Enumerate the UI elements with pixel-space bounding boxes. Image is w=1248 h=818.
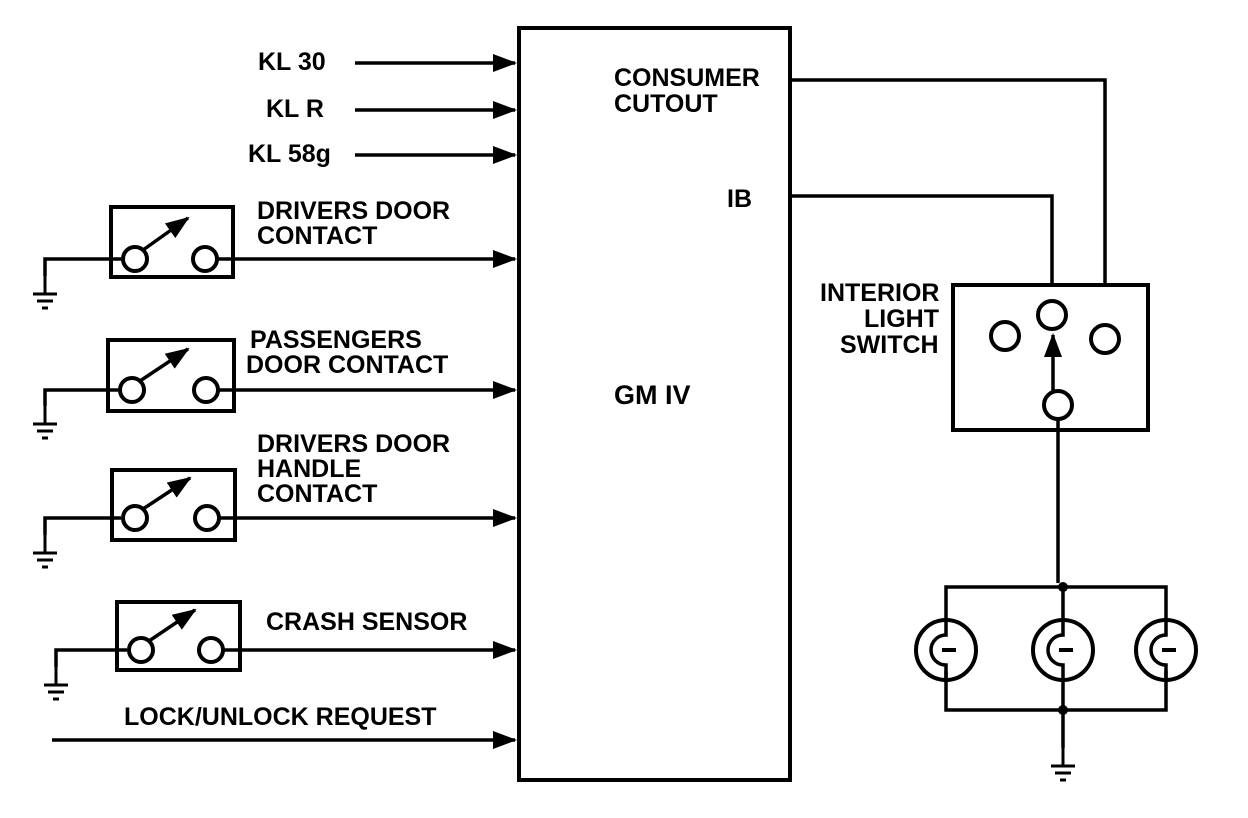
switch-lever <box>141 216 190 252</box>
drivers-door-contact-line1: DRIVERS DOOR <box>257 197 450 225</box>
switch-terminal <box>121 245 149 273</box>
kl30-label: KL 30 <box>258 48 326 76</box>
switch-terminal <box>1089 323 1121 355</box>
ground-wire <box>43 388 118 406</box>
lamp-icon <box>1031 618 1095 682</box>
switch-lever <box>148 608 197 643</box>
consumer-cutout-line2: CUTOUT <box>614 90 718 118</box>
interior-light-switch: INTERIOR LIGHT SWITCH <box>820 279 1150 583</box>
switch-terminal <box>118 376 146 404</box>
kl58g-label: KL 58g <box>248 140 331 168</box>
passengers-door-contact-line2: DOOR CONTACT <box>246 351 448 379</box>
interior-light-switch-line2: LIGHT <box>864 305 939 333</box>
ground-wire <box>54 648 127 667</box>
lock-unlock-label: LOCK/UNLOCK REQUEST <box>124 703 437 731</box>
lock-unlock-request: LOCK/UNLOCK REQUEST <box>52 703 517 749</box>
consumer-cutout-line1: CONSUMER <box>614 64 760 92</box>
handle-contact-line3: CONTACT <box>257 480 377 508</box>
module-label: GM IV <box>614 380 691 410</box>
power-inputs: KL 30 KL R KL 58g <box>248 48 517 168</box>
ib-label: IB <box>727 185 752 213</box>
lamp-bus-top <box>944 585 1168 629</box>
lamp-bus-bottom <box>944 671 1168 712</box>
crash-sensor-label: CRASH SENSOR <box>266 608 467 636</box>
klr-label: KL R <box>266 95 324 123</box>
drivers-door-handle-contact: DRIVERS DOOR HANDLE CONTACT <box>31 430 517 569</box>
switch-terminal <box>989 320 1021 352</box>
drivers-door-contact-label-2: CONTACT <box>257 222 377 250</box>
ib-wire <box>790 194 1054 305</box>
interior-lamps <box>914 582 1198 782</box>
junction-dot <box>1058 705 1068 715</box>
lamp-icon <box>914 618 978 682</box>
passengers-door-contact-line1: PASSENGERS <box>250 326 422 354</box>
ground-icon <box>31 274 59 310</box>
switch-terminal <box>127 636 155 664</box>
drivers-door-contact-label: DRIVERS DOOR <box>257 197 450 225</box>
switch-terminal <box>191 245 219 273</box>
passengers-door-contact: PASSENGERS DOOR CONTACT <box>31 326 517 440</box>
ground-wire <box>43 516 121 535</box>
switch-terminal <box>1036 299 1068 331</box>
ground-icon <box>31 404 59 440</box>
switch-terminal <box>121 504 149 532</box>
switch-lever <box>142 476 192 511</box>
handle-contact-line2: HANDLE <box>257 455 361 483</box>
interior-light-switch-line1: INTERIOR <box>820 279 939 307</box>
switch-lever <box>139 347 190 383</box>
switch-terminal <box>193 504 221 532</box>
ground-wire <box>43 257 121 276</box>
consumer-cutout-wire <box>790 78 1107 327</box>
interior-light-switch-line3: SWITCH <box>840 331 939 359</box>
drivers-door-contact-line2: CONTACT <box>257 222 377 250</box>
consumer-cutout-output: CONSUMER CUTOUT <box>614 64 1107 327</box>
switch-terminal <box>197 636 225 664</box>
ground-icon <box>1049 746 1077 782</box>
ib-output: IB <box>727 185 1054 305</box>
switch-terminal <box>1042 389 1074 421</box>
gm-iv-module: GM IV <box>517 26 792 782</box>
switch-terminal <box>192 376 220 404</box>
ground-icon <box>42 665 70 701</box>
crash-sensor: CRASH SENSOR <box>42 600 517 701</box>
ground-icon <box>31 533 59 569</box>
handle-contact-line1: DRIVERS DOOR <box>257 430 450 458</box>
drivers-door-contact: DRIVERS DOOR CONTACT <box>31 197 517 310</box>
